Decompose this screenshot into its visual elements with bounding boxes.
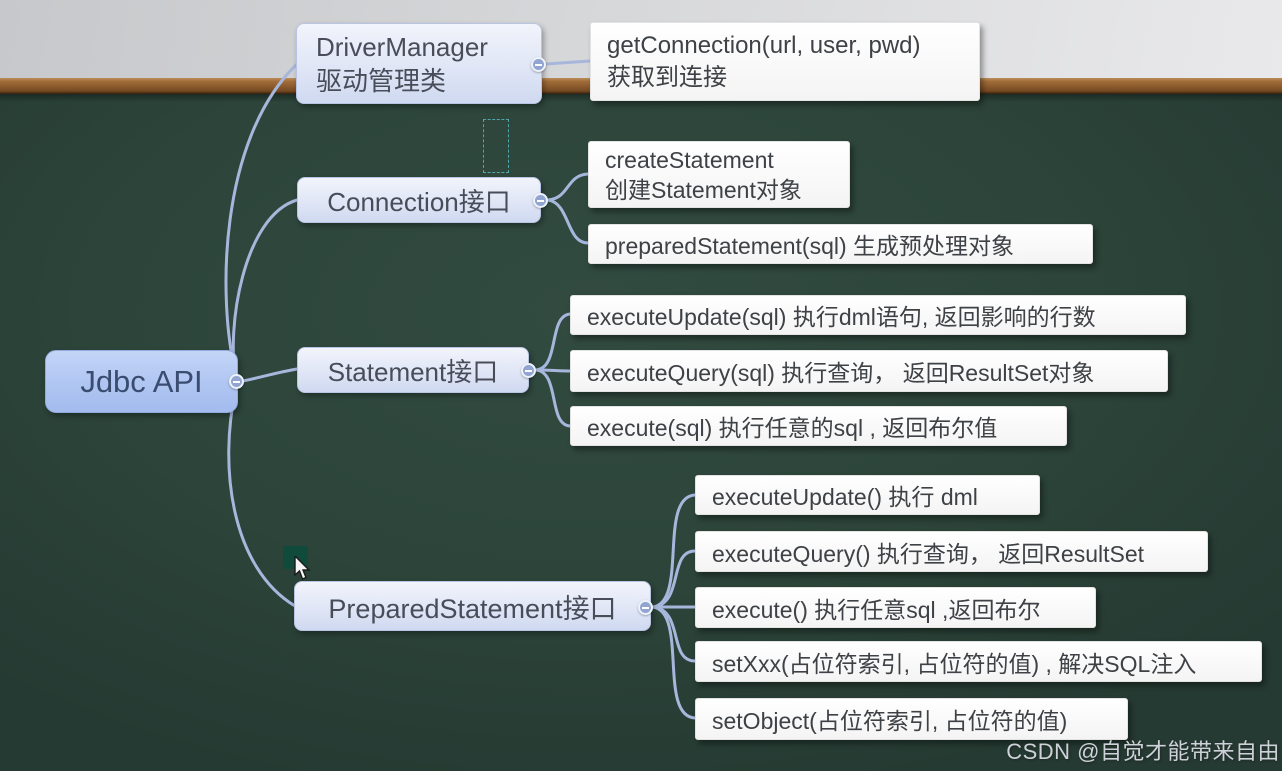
node-create-statement[interactable]: createStatement 创建Statement对象 xyxy=(588,141,850,208)
node-label: executeUpdate(sql) 执行dml语句, 返回影响的行数 xyxy=(587,304,1096,330)
mouse-cursor-icon xyxy=(294,556,311,580)
collapse-icon[interactable] xyxy=(533,193,548,208)
node-label: PreparedStatement接口 xyxy=(328,593,617,624)
node-label-line1: getConnection(url, user, pwd) xyxy=(607,31,921,59)
node-connection-interface[interactable]: Connection接口 xyxy=(297,177,541,223)
minus-icon xyxy=(537,200,544,202)
node-ps-execute-update[interactable]: executeUpdate() 执行 dml xyxy=(695,475,1040,515)
node-ps-execute[interactable]: execute() 执行任意sql ,返回布尔 xyxy=(695,587,1096,628)
node-execute-sql[interactable]: execute(sql) 执行任意的sql , 返回布尔值 xyxy=(570,406,1067,446)
node-ps-set-xxx[interactable]: setXxx(占位符索引, 占位符的值) , 解决SQL注入 xyxy=(695,641,1262,682)
node-execute-query-sql[interactable]: executeQuery(sql) 执行查询， 返回ResultSet对象 xyxy=(570,350,1168,392)
collapse-icon[interactable] xyxy=(638,600,653,615)
node-get-connection[interactable]: getConnection(url, user, pwd) 获取到连接 xyxy=(590,22,980,101)
collapse-icon[interactable] xyxy=(229,374,244,389)
minus-icon xyxy=(535,64,542,66)
minus-icon xyxy=(525,370,532,372)
node-prepared-statement-sql[interactable]: preparedStatement(sql) 生成预处理对象 xyxy=(588,224,1093,264)
node-label: execute(sql) 执行任意的sql , 返回布尔值 xyxy=(587,415,998,441)
node-ps-set-object[interactable]: setObject(占位符索引, 占位符的值) xyxy=(695,698,1128,740)
node-label: Statement接口 xyxy=(327,356,499,387)
node-label-line2: 获取到连接 xyxy=(607,63,727,91)
node-statement-interface[interactable]: Statement接口 xyxy=(297,347,529,393)
node-label: setXxx(占位符索引, 占位符的值) , 解决SQL注入 xyxy=(712,650,1197,677)
node-label-line1: createStatement xyxy=(605,146,774,173)
node-label-line2: 驱动管理类 xyxy=(316,65,447,96)
node-label: Jdbc API xyxy=(80,363,203,399)
node-label: executeUpdate() 执行 dml xyxy=(712,484,978,510)
dashed-marquee xyxy=(483,119,509,173)
node-ps-execute-query[interactable]: executeQuery() 执行查询， 返回ResultSet xyxy=(695,531,1208,572)
node-label-line1: DriverManager xyxy=(316,31,488,62)
csdn-watermark: CSDN @自觉才能带来自由 xyxy=(1006,739,1280,764)
node-execute-update-sql[interactable]: executeUpdate(sql) 执行dml语句, 返回影响的行数 xyxy=(570,295,1186,335)
node-label: Connection接口 xyxy=(327,186,511,217)
node-label: executeQuery(sql) 执行查询， 返回ResultSet对象 xyxy=(587,360,1095,386)
node-driver-manager[interactable]: DriverManager 驱动管理类 xyxy=(296,23,542,104)
minus-icon xyxy=(233,381,240,383)
minus-icon xyxy=(642,607,649,609)
node-label: executeQuery() 执行查询， 返回ResultSet xyxy=(712,540,1145,567)
collapse-icon[interactable] xyxy=(531,57,546,72)
node-label-line2: 创建Statement对象 xyxy=(605,176,802,203)
node-root-jdbc-api[interactable]: Jdbc API xyxy=(45,350,238,413)
node-prepared-statement-interface[interactable]: PreparedStatement接口 xyxy=(294,581,651,631)
node-label: preparedStatement(sql) 生成预处理对象 xyxy=(605,233,1015,259)
node-label: execute() 执行任意sql ,返回布尔 xyxy=(712,596,1041,623)
collapse-icon[interactable] xyxy=(521,363,536,378)
node-label: setObject(占位符索引, 占位符的值) xyxy=(712,708,1068,734)
